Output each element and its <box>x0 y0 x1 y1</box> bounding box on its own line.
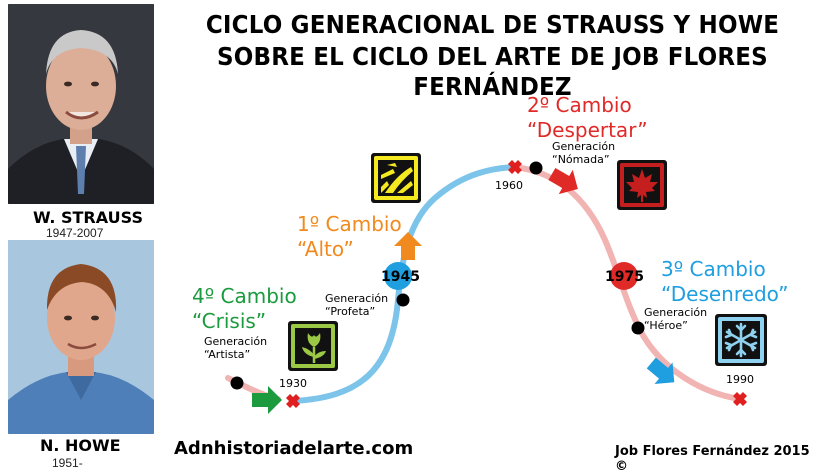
year-1975: 1975 <box>605 269 644 285</box>
change-1-label: 1º Cambio “Alto” <box>297 212 402 262</box>
gen-profeta-line1: Generación <box>325 292 389 305</box>
dot-nomada <box>529 161 543 175</box>
portrait-howe-figure <box>8 240 154 434</box>
gen-heroe-line1: Generación <box>644 306 708 319</box>
gen-profeta: Generación “Profeta” <box>325 292 388 318</box>
arrow-red-icon <box>548 167 578 195</box>
gen-artista-line2: “Artista” <box>204 348 251 361</box>
change-1-title: 1º Cambio <box>297 212 402 236</box>
footer-credit: Job Flores Fernández 2015 © <box>615 444 810 474</box>
change-3-name: “Desenredo” <box>661 282 789 306</box>
title-line-1: CICLO GENERACIONAL DE STRAUSS Y HOWE <box>205 10 780 39</box>
gen-nomada-line1: Generación <box>552 140 616 153</box>
portrait-strauss-figure <box>8 4 154 204</box>
change-4-name: “Crisis” <box>192 309 267 333</box>
arrow-orange-icon <box>394 232 422 260</box>
portrait-howe <box>8 240 154 434</box>
flower-icon <box>288 321 338 371</box>
change-2-label: 2º Cambio “Despertar” <box>527 93 648 143</box>
curve-blue-segment <box>289 164 518 404</box>
burst-icon <box>371 153 421 203</box>
year-1990: 1990 <box>726 373 754 386</box>
years-howe: 1951- <box>52 456 83 470</box>
title-line-2: SOBRE EL CICLO DEL ARTE DE JOB FLORES FE… <box>217 42 768 101</box>
dot-profeta <box>396 293 410 307</box>
year-1930: 1930 <box>279 377 307 390</box>
arrow-green-icon <box>252 386 282 414</box>
arrow-blue-icon <box>646 357 675 385</box>
dot-artista <box>230 376 244 390</box>
name-howe: N. HOWE <box>40 436 121 455</box>
years-strauss: 1947-2007 <box>46 226 104 240</box>
marker-1975 <box>610 262 638 290</box>
year-1960: 1960 <box>495 179 523 192</box>
name-strauss: W. STRAUSS <box>33 208 143 227</box>
change-2-title: 2º Cambio <box>527 93 632 117</box>
maple-leaf-icon <box>617 160 667 210</box>
gen-profeta-line2: “Profeta” <box>325 305 376 318</box>
marker-1945 <box>384 262 412 290</box>
x-marker-1930 <box>286 394 300 408</box>
gen-artista-line1: Generación <box>204 335 268 348</box>
x-marker-1990 <box>733 392 747 406</box>
change-2-name: “Despertar” <box>527 118 648 142</box>
gen-heroe: Generación “Héroe” <box>644 306 707 332</box>
snowflake-icon <box>715 314 767 366</box>
change-4-label: 4º Cambio “Crisis” <box>192 284 297 334</box>
x-marker-1960 <box>508 160 522 174</box>
footer-site: Adnhistoriadelarte.com <box>174 438 414 459</box>
gen-nomada: Generación “Nómada” <box>552 140 615 166</box>
year-1945: 1945 <box>381 269 420 285</box>
gen-artista: Generación “Artista” <box>204 335 267 361</box>
change-3-label: 3º Cambio “Desenredo” <box>661 257 789 307</box>
gen-heroe-line2: “Héroe” <box>644 319 688 332</box>
change-4-title: 4º Cambio <box>192 284 297 308</box>
gen-nomada-line2: “Nómada” <box>552 153 610 166</box>
dot-heroe <box>631 321 645 335</box>
change-3-title: 3º Cambio <box>661 257 766 281</box>
portrait-strauss <box>8 4 154 204</box>
change-1-name: “Alto” <box>297 237 354 261</box>
